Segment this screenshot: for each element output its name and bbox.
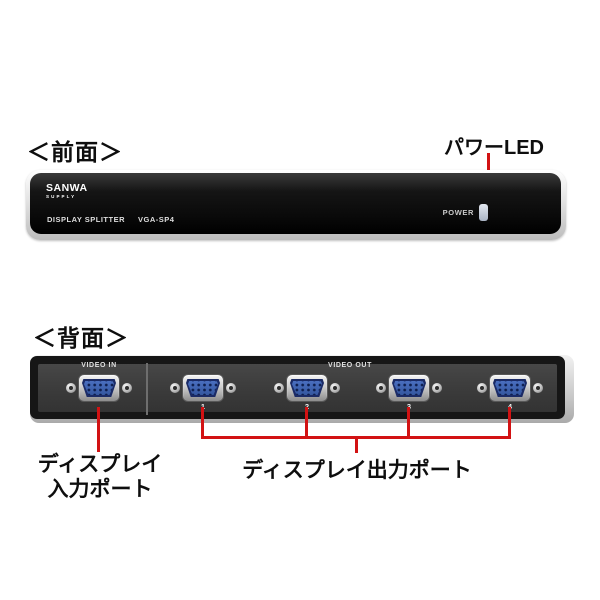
screw-icon (274, 383, 284, 393)
vga-port-video-in (66, 374, 132, 402)
video-in-label: VIDEO IN (81, 362, 117, 369)
vga-port-out-1 (170, 374, 236, 402)
screw-icon (226, 383, 236, 393)
power-led-callout-label: パワーLED (444, 137, 544, 159)
front-view-heading: ＜前面＞ (27, 139, 123, 165)
output-stem-line (355, 436, 358, 453)
power-led-light (479, 204, 488, 221)
out4-callout-line (508, 407, 511, 439)
vga-flange (78, 374, 120, 402)
screw-icon (170, 383, 180, 393)
brand-subtitle: SUPPLY (46, 194, 77, 199)
port-number-1: 1 (183, 402, 223, 411)
vga-pins (292, 381, 322, 395)
input-callout-line (97, 407, 100, 452)
vga-flange (182, 374, 224, 402)
panel-divider (146, 363, 148, 415)
rear-view-heading: ＜背面＞ (33, 325, 129, 351)
video-out-label: VIDEO OUT (328, 362, 372, 369)
vga-connector-inner (495, 381, 525, 395)
vga-flange (388, 374, 430, 402)
out1-callout-line (201, 407, 204, 439)
vga-connector (290, 379, 324, 397)
power-label: POWER (442, 208, 474, 217)
screw-icon (376, 383, 386, 393)
vga-connector (82, 379, 116, 397)
vga-pins (495, 381, 525, 395)
screw-icon (477, 383, 487, 393)
vga-port-out-2 (274, 374, 340, 402)
brand-name: SANWA (46, 182, 88, 194)
vga-pins (84, 381, 114, 395)
screw-icon (122, 383, 132, 393)
input-port-callout: ディスプレイ 入力ポート (19, 452, 181, 502)
out2-callout-line (305, 407, 308, 439)
port-number-4: 4 (490, 402, 530, 411)
vga-port-out-4 (477, 374, 543, 402)
output-port-callout: ディスプレイ出力ポート (242, 459, 472, 482)
vga-connector-inner (394, 381, 424, 395)
vga-connector (186, 379, 220, 397)
vga-pins (188, 381, 218, 395)
front-device-face: SANWA SUPPLY DISPLAY SPLITTER VGA-SP4 POW… (30, 173, 561, 234)
screw-icon (330, 383, 340, 393)
input-callout-line1: ディスプレイ (37, 453, 163, 476)
screw-icon (533, 383, 543, 393)
vga-connector-inner (188, 381, 218, 395)
vga-connector (493, 379, 527, 397)
screw-icon (432, 383, 442, 393)
vga-port-out-3 (376, 374, 442, 402)
port-number-3: 3 (389, 402, 429, 411)
input-callout-line2: 入力ポート (47, 478, 153, 501)
power-indicator-group: POWER (443, 204, 488, 221)
vga-connector-inner (292, 381, 322, 395)
vga-pins (394, 381, 424, 395)
front-device: SANWA SUPPLY DISPLAY SPLITTER VGA-SP4 POW… (26, 170, 566, 240)
model-label: DISPLAY SPLITTER (47, 215, 126, 224)
vga-flange (286, 374, 328, 402)
model-line: DISPLAY SPLITTER VGA-SP4 (47, 215, 174, 224)
vga-flange (489, 374, 531, 402)
model-number: VGA-SP4 (138, 215, 175, 224)
rear-panel (30, 355, 574, 423)
vga-connector (392, 379, 426, 397)
port-number-2: 2 (287, 402, 327, 411)
vga-connector-inner (84, 381, 114, 395)
brand-logo: SANWA SUPPLY (46, 183, 88, 200)
screw-icon (66, 383, 76, 393)
out3-callout-line (407, 407, 410, 439)
